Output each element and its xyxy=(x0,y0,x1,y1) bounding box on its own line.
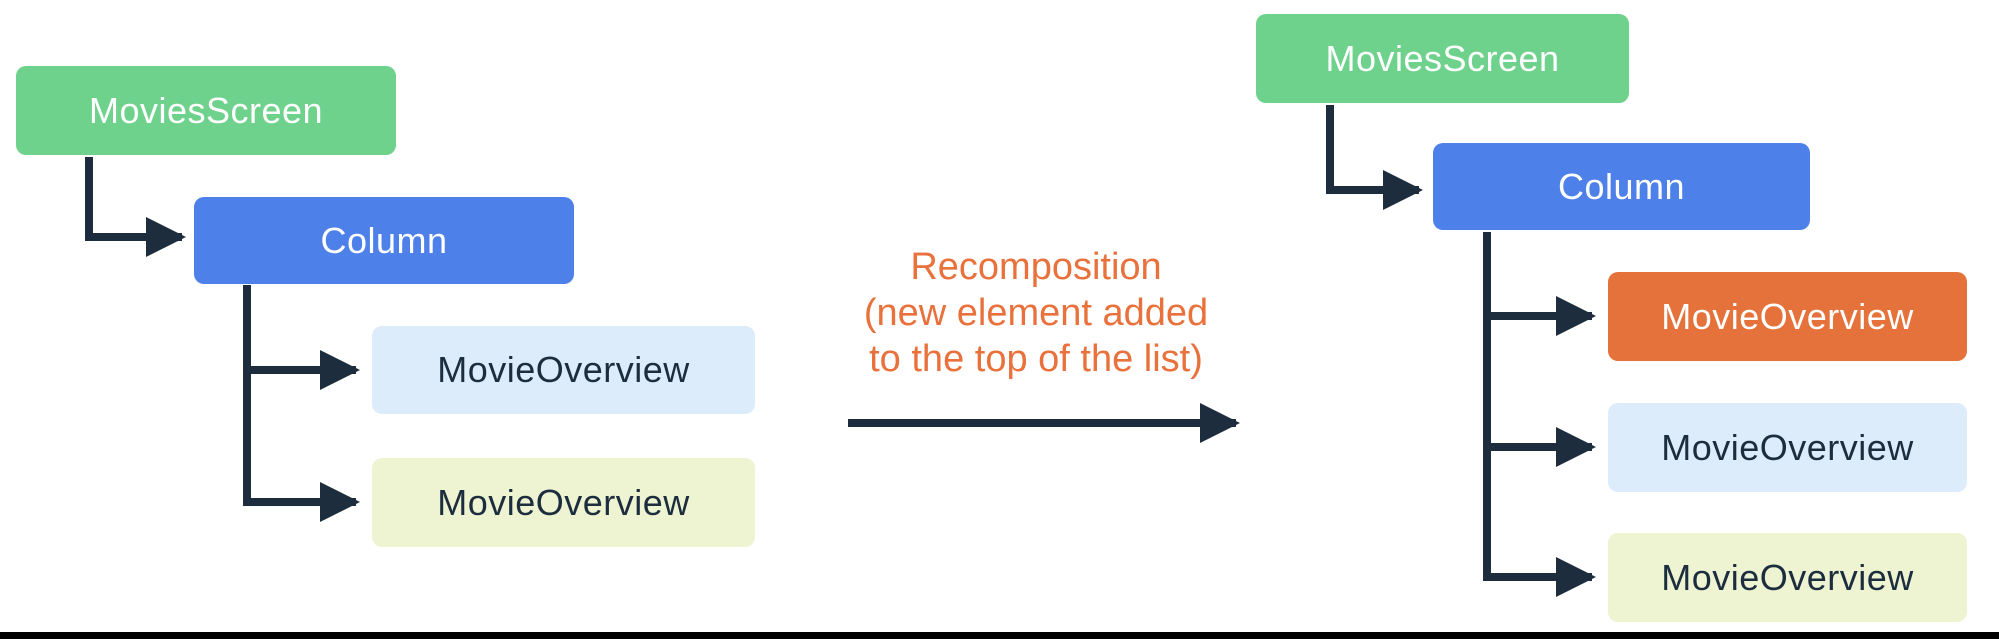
node-column-after: Column xyxy=(1433,143,1810,230)
connector-left-column-to-child2 xyxy=(243,285,360,522)
node-column-before: Column xyxy=(194,197,574,284)
node-movieoverview-1-after: MovieOverview xyxy=(1608,403,1967,492)
node-movieoverview-new-after: MovieOverview xyxy=(1608,272,1967,361)
node-moviesscreen-after: MoviesScreen xyxy=(1256,14,1629,103)
caption-line-3: to the top of the list) xyxy=(869,338,1203,380)
caption-line-2: (new element added xyxy=(863,292,1209,334)
recomposition-caption: Recomposition (new element added to the … xyxy=(816,244,1256,382)
bottom-border-rule xyxy=(0,632,1999,639)
node-movieoverview-2-before: MovieOverview xyxy=(372,458,755,547)
connector-right-column-to-child3 xyxy=(1483,232,1596,597)
connector-left-root-to-column xyxy=(85,157,186,257)
node-movieoverview-2-after: MovieOverview xyxy=(1608,533,1967,622)
connector-right-root-to-column xyxy=(1326,105,1423,210)
node-moviesscreen-before: MoviesScreen xyxy=(16,66,396,155)
node-movieoverview-1-before: MovieOverview xyxy=(372,326,755,414)
caption-line-1: Recomposition xyxy=(910,246,1162,288)
